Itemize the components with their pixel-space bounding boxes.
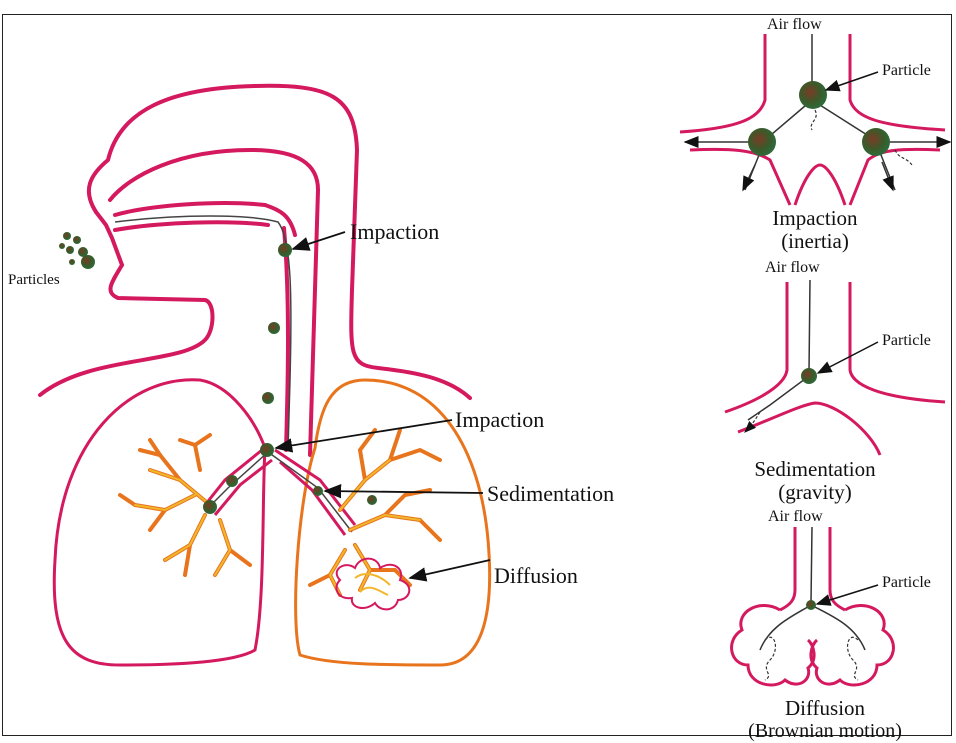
sedimentation-caption: Sedimentation (gravity)	[705, 458, 925, 504]
diffusion-label: Diffusion	[494, 563, 578, 589]
impaction-title: Impaction	[720, 207, 910, 230]
impaction-panel-drawing	[680, 34, 950, 205]
diffusion-title: Diffusion	[705, 697, 945, 720]
sedimentation-panel-drawing	[725, 280, 945, 455]
impaction-airflow-label: Air flow	[767, 16, 822, 34]
sedimentation-title: Sedimentation	[705, 458, 925, 481]
impaction-label-upper: Impaction	[350, 219, 439, 245]
sedimentation-particle-label: Particle	[882, 332, 931, 350]
diffusion-particle-label: Particle	[882, 574, 931, 592]
sedimentation-subtitle: (gravity)	[705, 481, 925, 504]
diffusion-panel-drawing	[732, 527, 894, 685]
sedimentation-label: Sedimentation	[487, 481, 614, 507]
impaction-subtitle: (inertia)	[720, 230, 910, 253]
impaction-particle-label: Particle	[882, 62, 931, 80]
bronchial-tree-left	[120, 435, 250, 575]
label-arrows	[276, 232, 490, 578]
impaction-label-lower: Impaction	[455, 407, 544, 433]
bronchi-main	[205, 450, 355, 535]
inhaled-particles	[59, 232, 95, 269]
sedimentation-airflow-label: Air flow	[765, 259, 820, 277]
airway-centerline	[115, 216, 291, 450]
diffusion-caption: Diffusion (Brownian motion)	[705, 697, 945, 743]
diffusion-airflow-label: Air flow	[768, 508, 823, 526]
particles-label: Particles	[8, 272, 60, 289]
impaction-caption: Impaction (inertia)	[720, 207, 910, 253]
head-outline	[40, 86, 470, 455]
left-lung	[54, 380, 265, 665]
alveoli-cluster	[336, 559, 409, 610]
